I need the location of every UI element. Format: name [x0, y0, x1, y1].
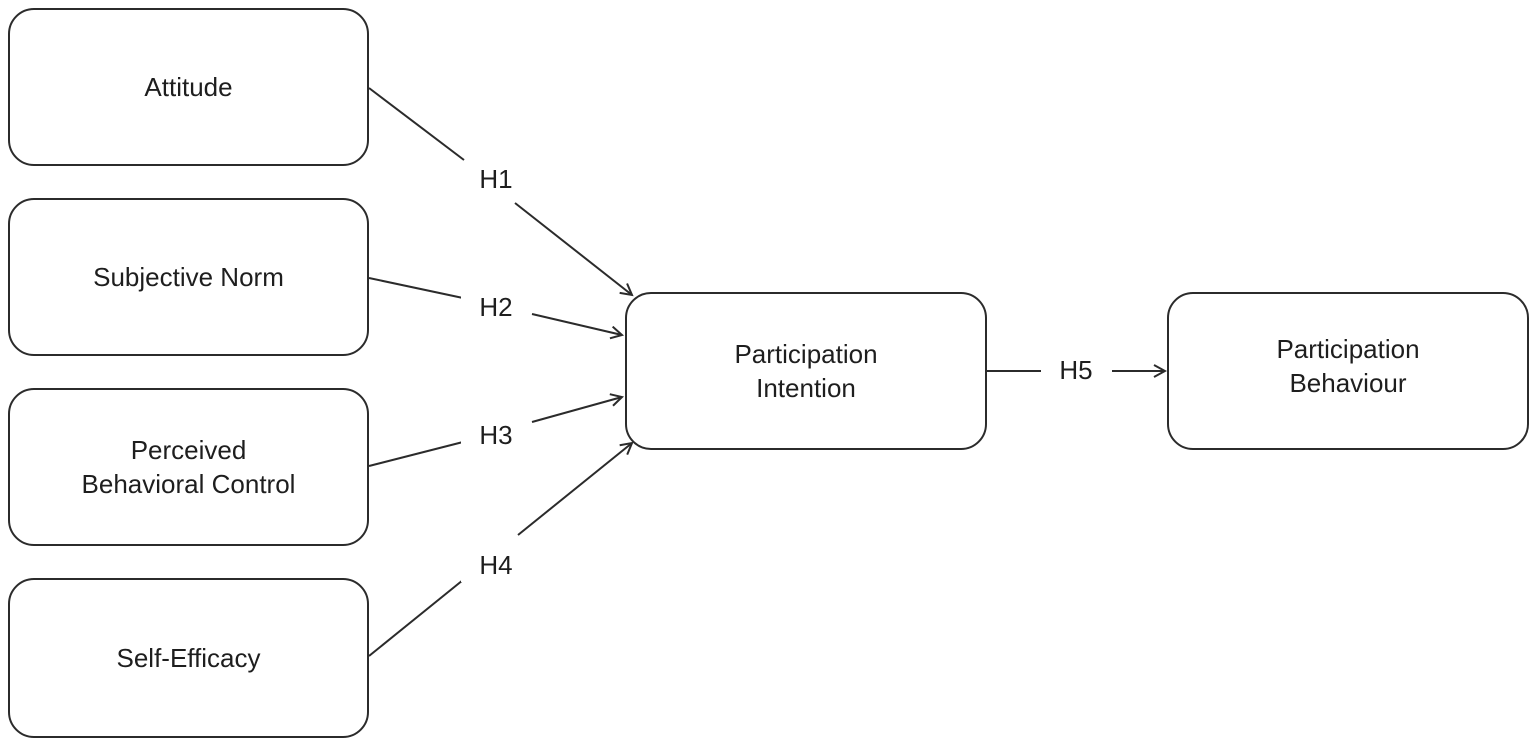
hypothesis-label-h3: H3	[461, 418, 531, 452]
h4-arrow-head	[517, 443, 632, 536]
h1-arrow-head	[514, 202, 632, 295]
h2-arrow-head	[531, 313, 622, 335]
hypothesis-label-h5: H5	[1041, 353, 1111, 387]
h4-arrow-tail	[368, 579, 464, 657]
node-attitude: Attitude	[8, 8, 369, 166]
node-attitude-label: Attitude	[144, 72, 233, 102]
node-self-efficacy-label: Self-Efficacy	[116, 643, 261, 673]
hypothesis-label-h1: H1	[461, 162, 531, 196]
h1-arrow-tail	[368, 87, 465, 161]
h3-arrow-head	[531, 397, 622, 423]
node-pbc-label-line1: Perceived	[130, 435, 247, 465]
hypothesis-label-h4: H4	[461, 548, 531, 582]
node-intention-label-line2: Intention	[756, 373, 856, 403]
hypothesis-label-h2: H2	[461, 290, 531, 324]
node-intention-label-line1: Participation	[734, 339, 878, 369]
h2-arrow-tail	[368, 277, 464, 299]
node-perceived-behavioral-control: Perceived Behavioral Control	[8, 388, 369, 546]
h3-arrow-tail	[368, 441, 464, 467]
node-subjective-norm-label: Subjective Norm	[93, 262, 284, 292]
node-subjective-norm: Subjective Norm	[8, 198, 369, 356]
node-behaviour-label-line2: Behaviour	[1289, 368, 1407, 398]
node-participation-intention: Participation Intention	[625, 292, 987, 450]
node-pbc-label-line2: Behavioral Control	[81, 469, 296, 499]
node-participation-behaviour: Participation Behaviour	[1167, 292, 1529, 450]
node-self-efficacy: Self-Efficacy	[8, 578, 369, 738]
node-behaviour-label-line1: Participation	[1276, 334, 1420, 364]
